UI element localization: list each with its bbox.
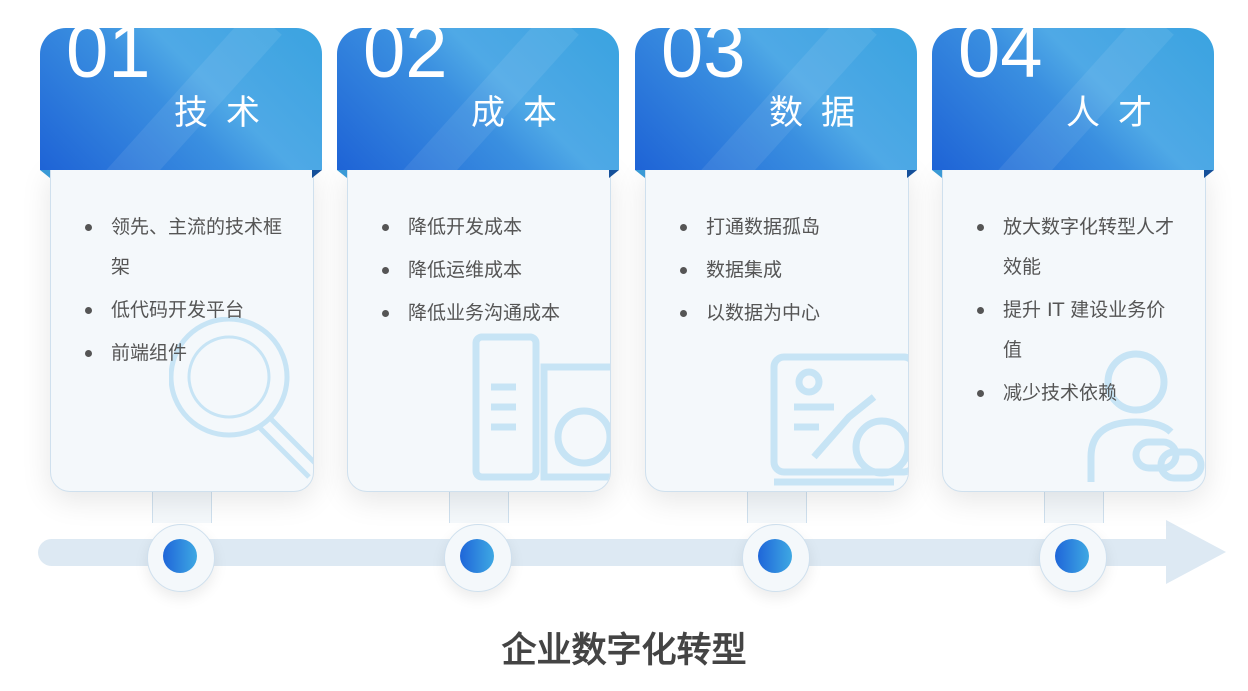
card-03: 打通数据孤岛数据集成以数据为中心 03 数据 xyxy=(635,28,917,592)
ribbon-fold xyxy=(635,170,645,178)
main-title: 企业数字化转型 xyxy=(501,631,747,671)
list-item: 放大数字化转型人才效能 xyxy=(977,207,1181,287)
user-link-icon xyxy=(1081,347,1205,491)
timeline-node xyxy=(742,524,810,592)
card-title: 数据 xyxy=(769,93,873,133)
card-body: 降低开发成本降低运维成本降低业务沟通成本 xyxy=(347,168,611,492)
list-item: 前端组件 xyxy=(85,333,289,373)
timeline-dot xyxy=(758,539,792,573)
ribbon-fold xyxy=(907,170,917,178)
card-list: 打通数据孤岛数据集成以数据为中心 xyxy=(680,207,884,336)
card-header: 02 成本 xyxy=(337,28,619,170)
data-chart-icon xyxy=(764,347,908,491)
ribbon-fold xyxy=(1204,170,1214,178)
ribbon-fold xyxy=(337,170,347,178)
list-item: 提升 IT 建设业务价值 xyxy=(977,290,1181,370)
list-item: 降低业务沟通成本 xyxy=(382,293,586,333)
card-header: 03 数据 xyxy=(635,28,917,170)
card-list: 放大数字化转型人才效能提升 IT 建设业务价值减少技术依赖 xyxy=(977,207,1181,416)
card-01: 领先、主流的技术框架低代码开发平台前端组件 01 技术 xyxy=(40,28,322,592)
card-header: 04 人才 xyxy=(932,28,1214,170)
list-item: 以数据为中心 xyxy=(680,293,884,333)
timeline-track xyxy=(38,539,1178,566)
card-list: 降低开发成本降低运维成本降低业务沟通成本 xyxy=(382,207,586,336)
card-number: 02 xyxy=(363,28,448,94)
card-number: 03 xyxy=(661,28,746,94)
list-item: 打通数据孤岛 xyxy=(680,207,884,247)
card-number: 04 xyxy=(958,28,1043,94)
list-item: 减少技术依赖 xyxy=(977,373,1181,413)
card-body: 打通数据孤岛数据集成以数据为中心 xyxy=(645,168,909,492)
list-item: 数据集成 xyxy=(680,250,884,290)
timeline-dot xyxy=(163,539,197,573)
card-04: 放大数字化转型人才效能提升 IT 建设业务价值减少技术依赖 04 人才 xyxy=(932,28,1214,592)
timeline-dot xyxy=(1055,539,1089,573)
timeline-dot xyxy=(460,539,494,573)
ribbon-fold xyxy=(609,170,619,178)
card-header: 01 技术 xyxy=(40,28,322,170)
ribbon-fold xyxy=(312,170,322,178)
document-search-icon xyxy=(466,327,610,491)
card-body: 领先、主流的技术框架低代码开发平台前端组件 xyxy=(50,168,314,492)
card-number: 01 xyxy=(66,28,151,94)
card-body: 放大数字化转型人才效能提升 IT 建设业务价值减少技术依赖 xyxy=(942,168,1206,492)
list-item: 低代码开发平台 xyxy=(85,290,289,330)
card-02: 降低开发成本降低运维成本降低业务沟通成本 02 成本 xyxy=(337,28,619,592)
card-title: 技术 xyxy=(174,93,278,133)
list-item: 领先、主流的技术框架 xyxy=(85,207,289,287)
card-title: 人才 xyxy=(1066,93,1170,133)
ribbon-fold xyxy=(932,170,942,178)
magnifier-icon xyxy=(168,316,313,491)
card-list: 领先、主流的技术框架低代码开发平台前端组件 xyxy=(85,207,289,376)
card-title: 成本 xyxy=(471,93,575,133)
timeline-arrow-icon xyxy=(1166,520,1226,584)
list-item: 降低运维成本 xyxy=(382,250,586,290)
ribbon-fold xyxy=(40,170,50,178)
list-item: 降低开发成本 xyxy=(382,207,586,247)
